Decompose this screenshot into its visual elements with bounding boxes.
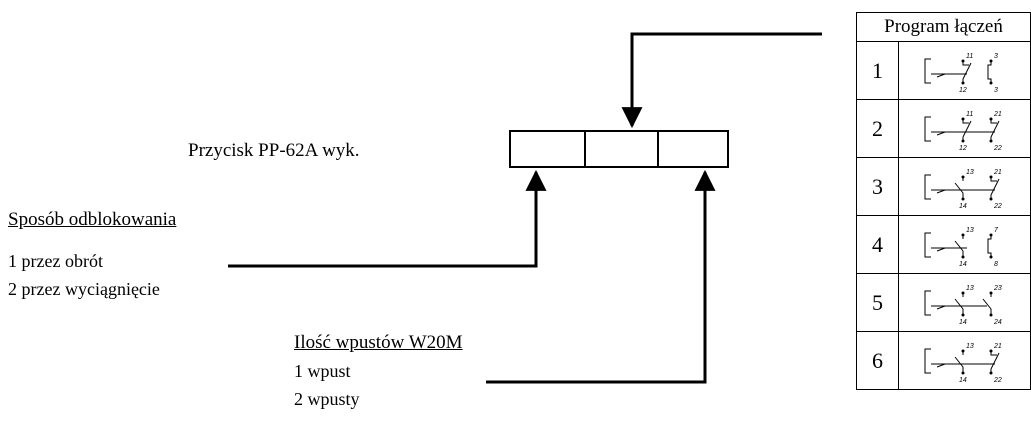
code-cell-2 [584,132,657,166]
svg-text:21: 21 [993,169,1002,176]
program-row: 6 13 14 21 22 [855,331,1031,390]
contact-symbol: 13 14 21 22 [898,331,1031,390]
program-arrow [621,32,822,129]
program-row-number: 5 [855,273,900,332]
unlock-arrow [228,169,547,268]
svg-text:3: 3 [994,53,998,60]
inserts-option-2: 2 wpusty [294,389,360,409]
svg-text:13: 13 [966,285,974,292]
program-row: 4 13 14 7 8 [855,215,1031,274]
code-cell-3 [657,132,727,166]
inserts-arrow [486,169,716,384]
contact-diagram-icon: 13 14 21 22 [924,343,1002,384]
svg-text:14: 14 [959,319,967,326]
contact-diagram-icon: 11 12 3 3 [924,53,998,94]
svg-text:3: 3 [994,87,998,94]
contact-diagram-icon: 13 14 21 22 [924,169,1002,210]
inserts-option-1: 1 wpust [294,361,351,381]
product-label: Przycisk PP-62A wyk. [188,140,360,161]
svg-text:11: 11 [966,53,973,60]
svg-text:13: 13 [966,227,974,234]
code-box [509,130,729,168]
svg-text:23: 23 [993,285,1002,292]
program-row-number: 2 [855,99,900,158]
svg-text:11: 11 [966,111,973,118]
unlock-option-2: 2 przez wyciągnięcie [8,279,160,299]
contact-symbol: 13 14 21 22 [898,157,1031,216]
svg-text:14: 14 [959,377,967,384]
svg-text:22: 22 [993,203,1002,210]
svg-text:8: 8 [994,261,998,268]
svg-text:14: 14 [959,261,967,268]
svg-text:21: 21 [993,343,1002,350]
code-cell-1 [511,132,584,166]
unlock-option-1: 1 przez obrót [8,251,103,271]
svg-text:22: 22 [993,145,1002,152]
svg-text:21: 21 [993,111,1002,118]
program-table-header: Program łączeń [856,12,1031,42]
contact-diagram-icon: 13 14 23 24 [924,285,1002,326]
program-row: 5 13 14 23 24 [855,273,1031,332]
program-row-number: 6 [855,331,900,390]
inserts-heading: Ilość wpustów W20M [294,332,463,353]
svg-text:7: 7 [994,227,999,234]
svg-text:24: 24 [993,319,1002,326]
unlock-heading: Sposób odblokowania [8,209,177,230]
program-row-number: 1 [855,41,900,100]
contact-symbol: 11 12 21 22 [898,99,1031,158]
contact-symbol: 13 14 23 24 [898,273,1031,332]
contact-diagram-icon: 11 12 21 22 [924,111,1002,152]
program-row: 3 13 14 21 22 [855,157,1031,216]
svg-text:14: 14 [959,203,967,210]
program-row-number: 4 [855,215,900,274]
svg-text:12: 12 [959,87,967,94]
contact-diagram-icon: 13 14 7 8 [924,227,999,268]
contact-symbol: 11 12 3 3 [898,41,1031,100]
contact-symbol: 13 14 7 8 [898,215,1031,274]
svg-text:13: 13 [966,343,974,350]
svg-text:22: 22 [993,377,1002,384]
program-row-number: 3 [855,157,900,216]
svg-text:12: 12 [959,145,967,152]
svg-text:13: 13 [966,169,974,176]
